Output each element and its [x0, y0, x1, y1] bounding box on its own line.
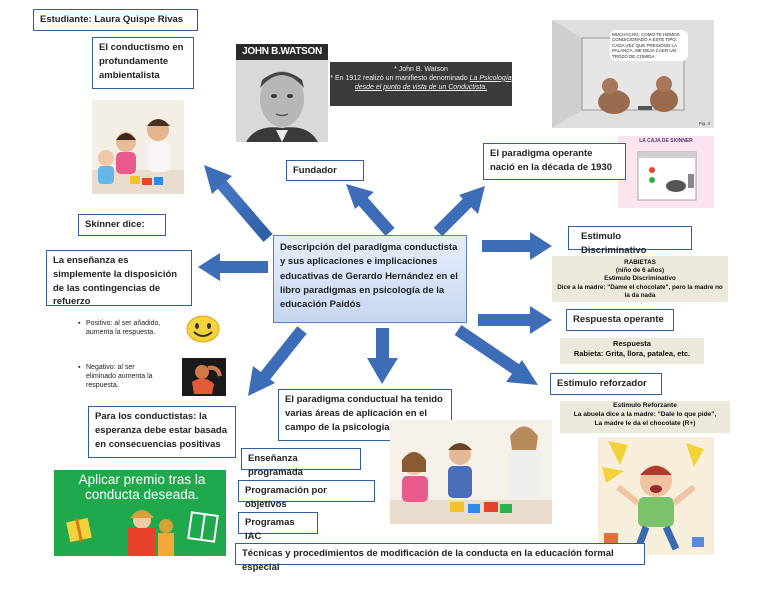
watson-info: * John B. Watson * En 1912 realizó un ma…	[330, 62, 512, 106]
rats-speech: MUCHACHO, COMO TE HEMOS CONDICIONADO A E…	[610, 30, 688, 61]
arrow-to-fundador	[346, 184, 395, 236]
bullet-positivo: ▪ Positivo: al ser añadido, aumenta la r…	[78, 320, 164, 338]
arrow-to-respuesta	[478, 306, 552, 334]
estimulo-reforzador-box: Estimulo reforzador	[550, 373, 662, 395]
arrow-to-discriminativo	[482, 232, 552, 260]
watson-line1: * John B. Watson	[394, 66, 448, 73]
rabietas-title: RABIETAS	[624, 259, 656, 266]
student-label: Estudiante: Laura Quispe Rivas	[33, 9, 198, 31]
classroom-photo	[390, 420, 552, 524]
app-programacion-objetivos: Programación por objetivos	[238, 480, 375, 510]
watson-manifest-title: La Psicología desde el punto de vista de…	[354, 74, 512, 91]
respuesta-operante-box: Respuesta operante	[566, 309, 674, 331]
paradigma-operante-box: El paradigma operante nació en la década…	[483, 143, 626, 180]
respuesta-panel: Respuesta Rabieta: Grita, llora, patalea…	[560, 338, 704, 364]
bullet-positivo-text: Positivo: al ser añadido, aumenta la res…	[86, 320, 161, 336]
rats-fig: Fig. 4	[698, 121, 710, 126]
central-topic: Descripción del paradigma conductista y …	[273, 235, 467, 323]
premio-text: Aplicar premio tras la conducta deseada.	[78, 472, 206, 502]
watson-line2: * En 1912 realizó un manifiesto denomina…	[330, 74, 512, 91]
tantrum-cartoon	[598, 437, 714, 555]
app-tecnicas: Técnicas y procedimientos de modificació…	[235, 543, 645, 573]
watson-name: JOHN B.WATSON	[242, 46, 322, 57]
respuesta-title: Respuesta	[613, 339, 651, 348]
ensenanza-box: La enseñanza es simplemente la disposici…	[46, 250, 192, 307]
skinner-box-label: LA CAJA DE SKINNER	[639, 138, 693, 144]
negative-figure-icon	[182, 358, 226, 396]
conductismo-box: El conductismo en profundamente ambienta…	[92, 37, 194, 89]
rats-cartoon: MUCHACHO, COMO TE HEMOS CONDICIONADO A E…	[552, 20, 714, 128]
family-photo	[92, 100, 184, 194]
rabietas-text: Dice a la madre: "Dame el chocolate", pe…	[557, 283, 723, 299]
rabietas-label: Estimulo Discriminativo	[604, 275, 676, 283]
skinner-box-diagram: LA CAJA DE SKINNER	[618, 136, 714, 208]
fundador-box: Fundador	[286, 160, 364, 181]
arrow-to-reforzador	[454, 325, 538, 385]
premio-banner: Aplicar premio tras la conducta deseada.	[54, 470, 226, 556]
rabietas-sub: (niño de 6 años)	[615, 267, 665, 275]
arrow-to-ensenanza	[198, 253, 268, 281]
arrow-to-operante	[433, 186, 485, 237]
app-programas-iac: Programas IAC	[238, 512, 318, 542]
estimulo-discriminativo-box: Estimulo Discriminativo	[568, 226, 692, 256]
watson-portrait: JOHN B.WATSON	[236, 44, 328, 142]
bullet-negativo-text: Negativo: al ser eliminado aumenta la re…	[86, 364, 153, 389]
arrow-to-conductismo	[204, 165, 273, 242]
respuesta-text: Rabieta: Grita, llora, patalea, etc.	[573, 349, 691, 359]
esperanza-box: Para los conductistas: la esperanza debe…	[88, 406, 236, 458]
smiley-icon	[184, 314, 222, 344]
rabietas-panel: RABIETAS (niño de 6 años) Estimulo Discr…	[552, 256, 728, 302]
skinner-box: Skinner dice:	[78, 214, 166, 236]
arrow-to-esperanza	[248, 326, 307, 396]
arrow-to-paradigma-conductual	[367, 328, 398, 384]
bullet-negativo: ▪ Negativo: al ser eliminado aumenta la …	[78, 364, 164, 390]
reforzante-title: Estimulo Reforzante	[613, 402, 677, 409]
app-ensenanza-programada: Enseñanza programada	[241, 448, 361, 478]
reforzante-line2: La madre le da el chocolate (R+)	[594, 419, 696, 427]
reforzante-panel: Estimulo Reforzante La abuela dice a la …	[560, 401, 730, 433]
reforzante-line1: La abuela dice a la madre: "Dale lo que …	[573, 410, 717, 418]
